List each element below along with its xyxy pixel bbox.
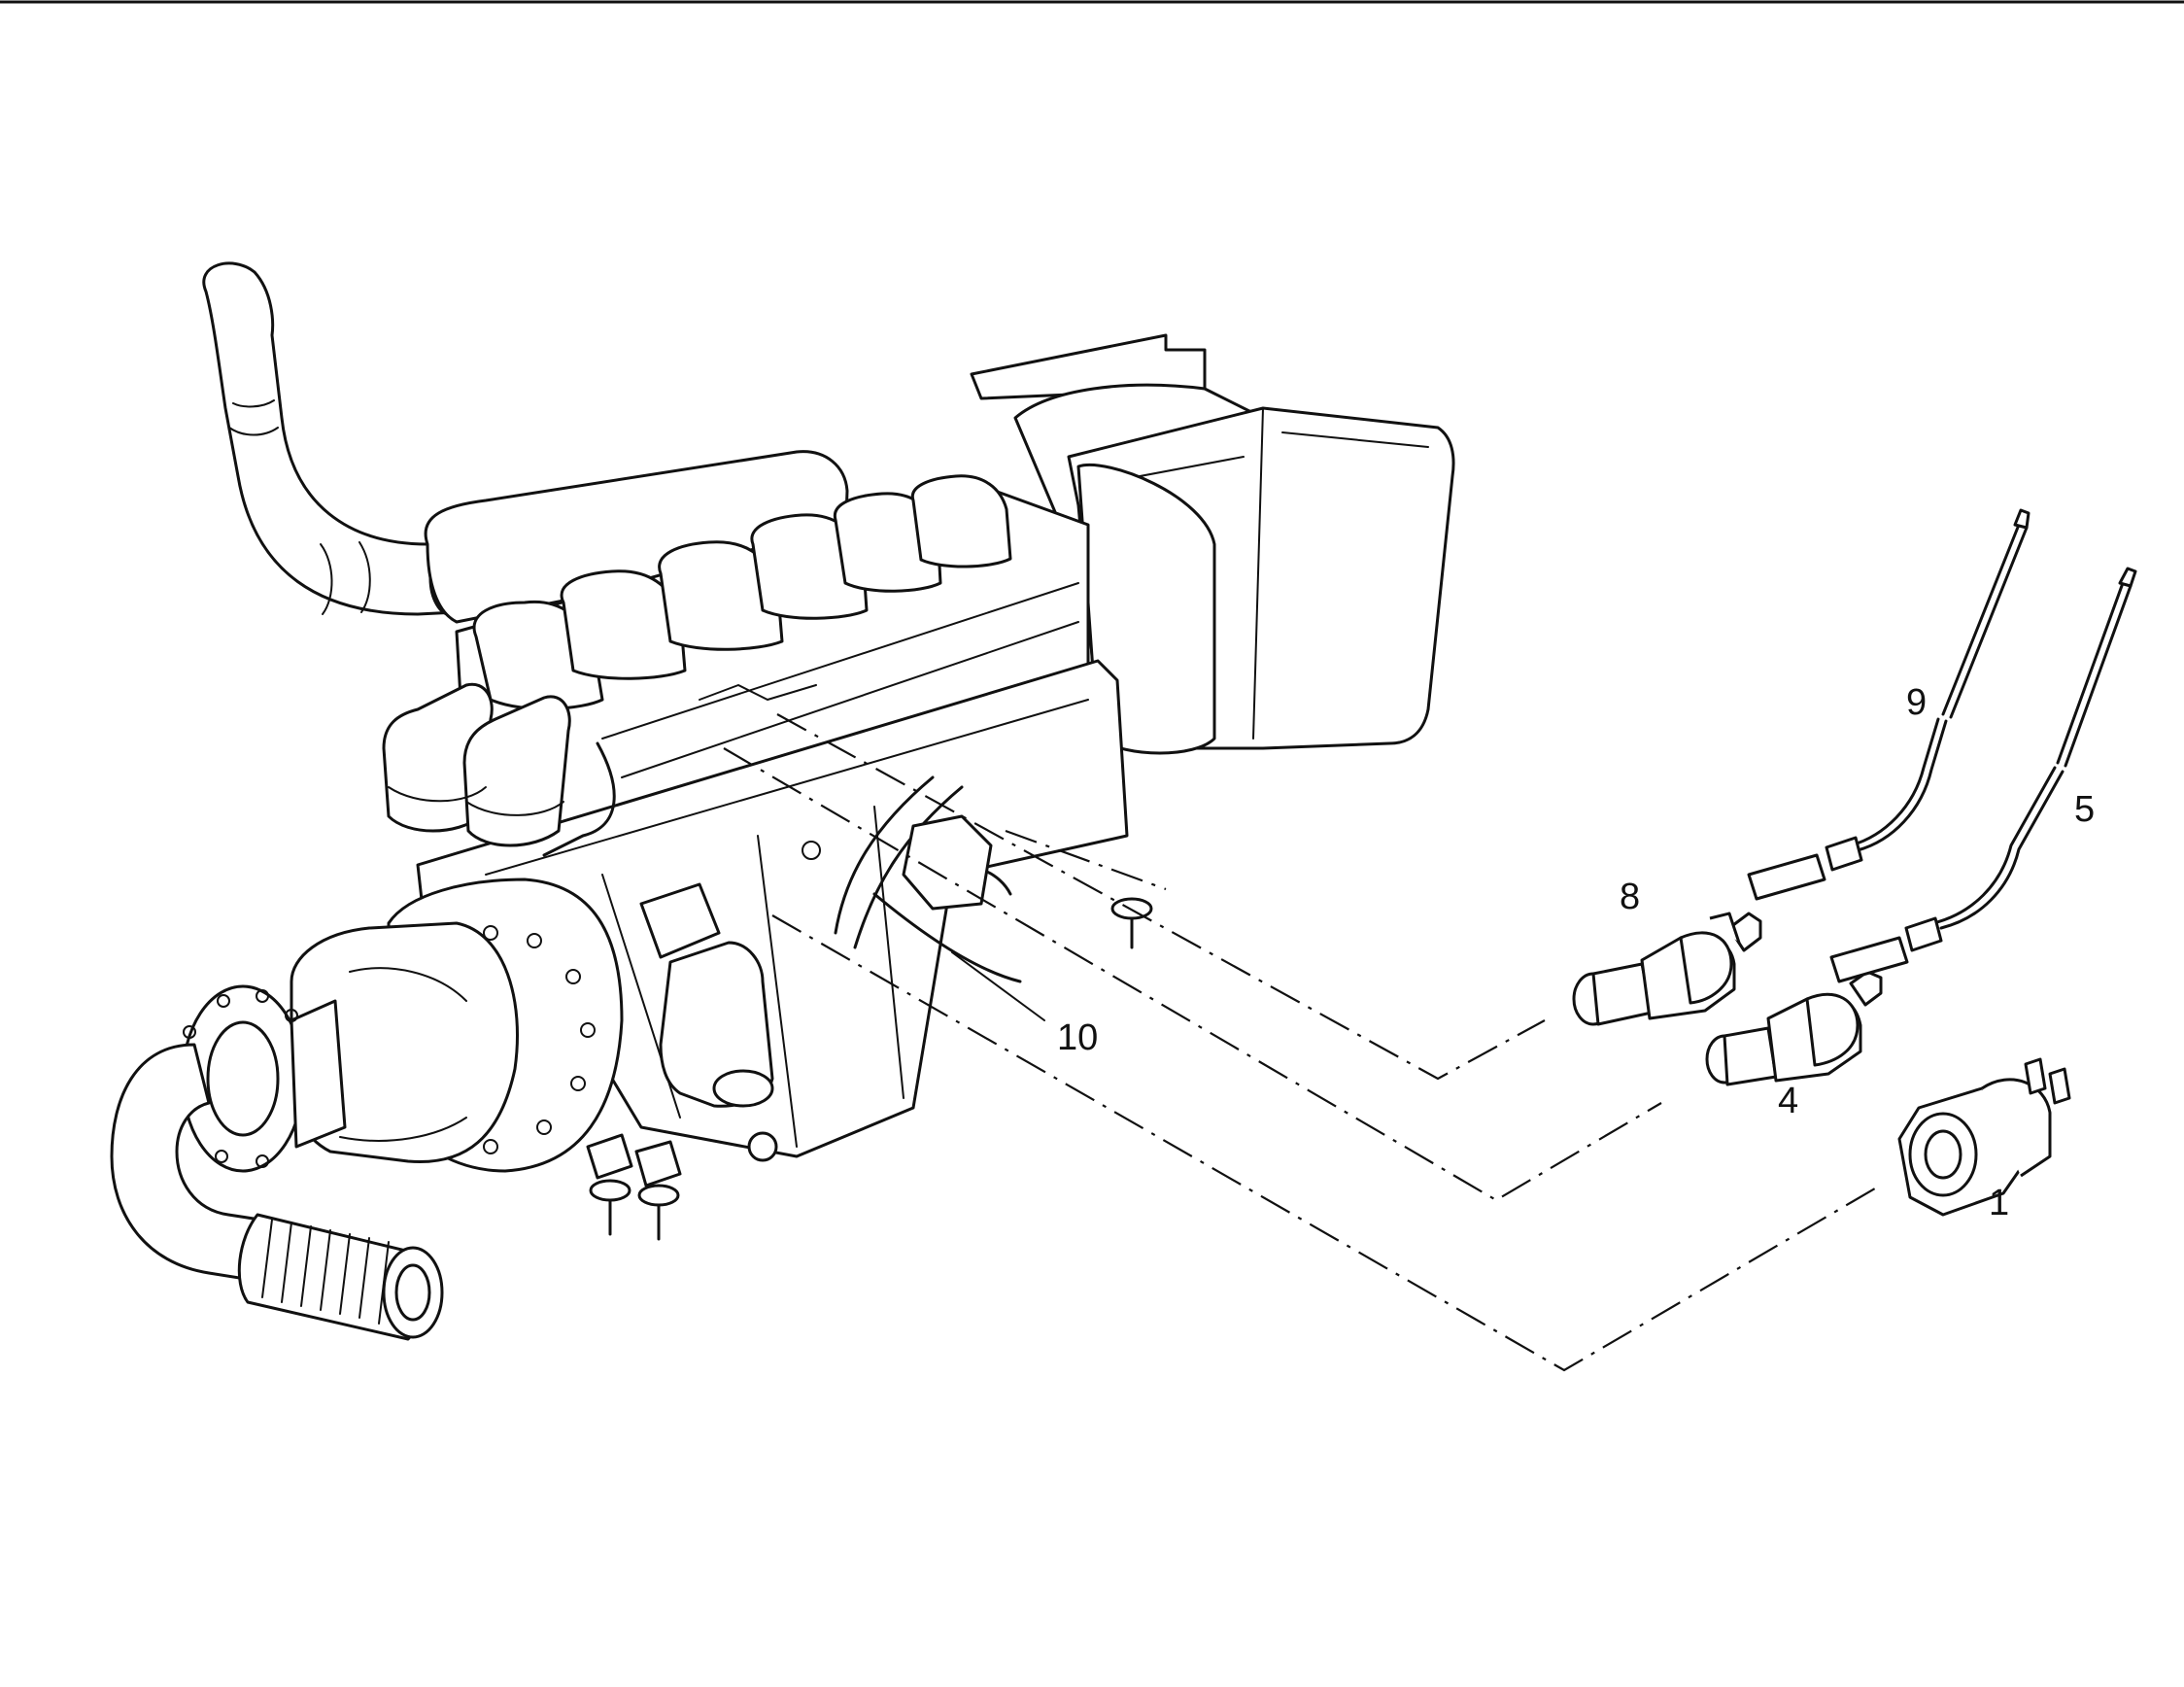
callout-1: 1	[1989, 1183, 2009, 1223]
leader-line-1	[771, 914, 1881, 1372]
sensor-4	[1705, 970, 1883, 1086]
callout-5: 5	[2074, 789, 2095, 830]
callout-9: 9	[1906, 682, 1927, 723]
callout-8: 8	[1620, 877, 1640, 917]
rear-muffler	[424, 450, 849, 624]
leader-line-10	[951, 951, 1045, 1021]
sensor-8	[1572, 912, 1762, 1026]
engine-assembly	[110, 261, 1455, 1341]
engine-mounts	[586, 897, 1153, 1241]
engine-wiring	[542, 741, 1022, 983]
leader-lines	[723, 713, 1881, 1372]
fuel-filters	[382, 682, 571, 847]
leader-line-4	[723, 747, 1662, 1202]
output-coupling	[181, 984, 347, 1173]
air-filter-box	[970, 333, 1455, 755]
callouts: 8 9 5 4 1 10	[1057, 682, 2095, 1223]
starter-motor	[639, 882, 774, 1108]
leader-line-8	[776, 713, 1546, 1081]
wire-lead-9	[1747, 508, 2030, 901]
exhaust-elbow-hose	[110, 1043, 444, 1341]
wire-lead-5	[1829, 567, 2137, 983]
callout-10: 10	[1057, 1017, 1098, 1058]
callout-4: 4	[1778, 1081, 1798, 1121]
cylinder-bank	[455, 474, 1090, 838]
leader-line-extra	[1005, 829, 1167, 891]
sensor-1	[1897, 1057, 2071, 1217]
